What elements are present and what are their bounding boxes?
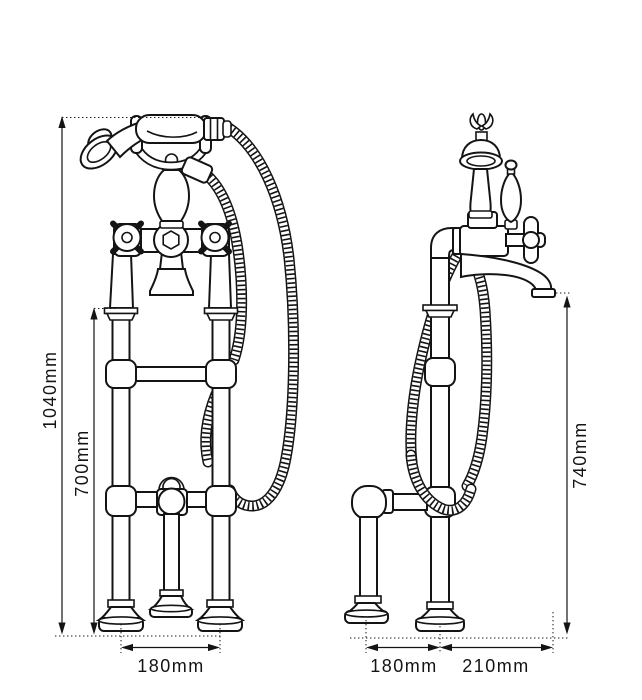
front-view (79, 114, 300, 632)
standpipe-side (414, 227, 466, 632)
support-leg-side (343, 485, 428, 624)
feet-front (95, 599, 246, 632)
crossbar-lower (105, 476, 237, 618)
dim-side-leg-offset-label: 180mm (370, 656, 438, 676)
lever-handle (499, 159, 523, 230)
shower-hose-side-front (405, 449, 477, 516)
dim-spout-reach: 210mm (440, 643, 553, 676)
standpipe-legs-front (103, 253, 239, 606)
cross-handle-right (198, 220, 232, 255)
dim-front-leg-spacing-label: 180mm (137, 656, 205, 676)
spout-outlet (531, 288, 556, 298)
shower-hose-front (200, 122, 300, 512)
dim-side-leg-offset: 180mm (365, 612, 554, 676)
cross-handle-side (505, 216, 546, 264)
dim-overall-height-label: 1040mm (40, 350, 60, 429)
handset-grip (135, 114, 207, 144)
shower-handset-side (459, 112, 503, 219)
dim-front-leg-spacing: 180mm (120, 624, 221, 676)
handset-neck (105, 120, 146, 159)
dim-overall-height: 1040mm (40, 116, 222, 637)
dim-spout-height: 740mm (350, 292, 590, 639)
shower-handset-front (79, 114, 232, 170)
dim-stand-height: 700mm (72, 307, 118, 635)
hose-nut (203, 117, 225, 141)
dim-stand-height-label: 700mm (72, 429, 92, 497)
shower-hose-side-back (405, 246, 493, 492)
side-view (343, 112, 556, 632)
crossbar-upper (105, 359, 237, 389)
spout-front (149, 268, 194, 296)
dim-spout-reach-label: 210mm (462, 656, 530, 676)
bath-spout-side (460, 252, 556, 298)
cross-handle-left (110, 220, 144, 255)
hose-outlet-connector (180, 156, 214, 184)
dimensions: 1040mm 700mm 180mm 740mm (40, 116, 590, 676)
dim-spout-height-label: 740mm (570, 421, 590, 489)
